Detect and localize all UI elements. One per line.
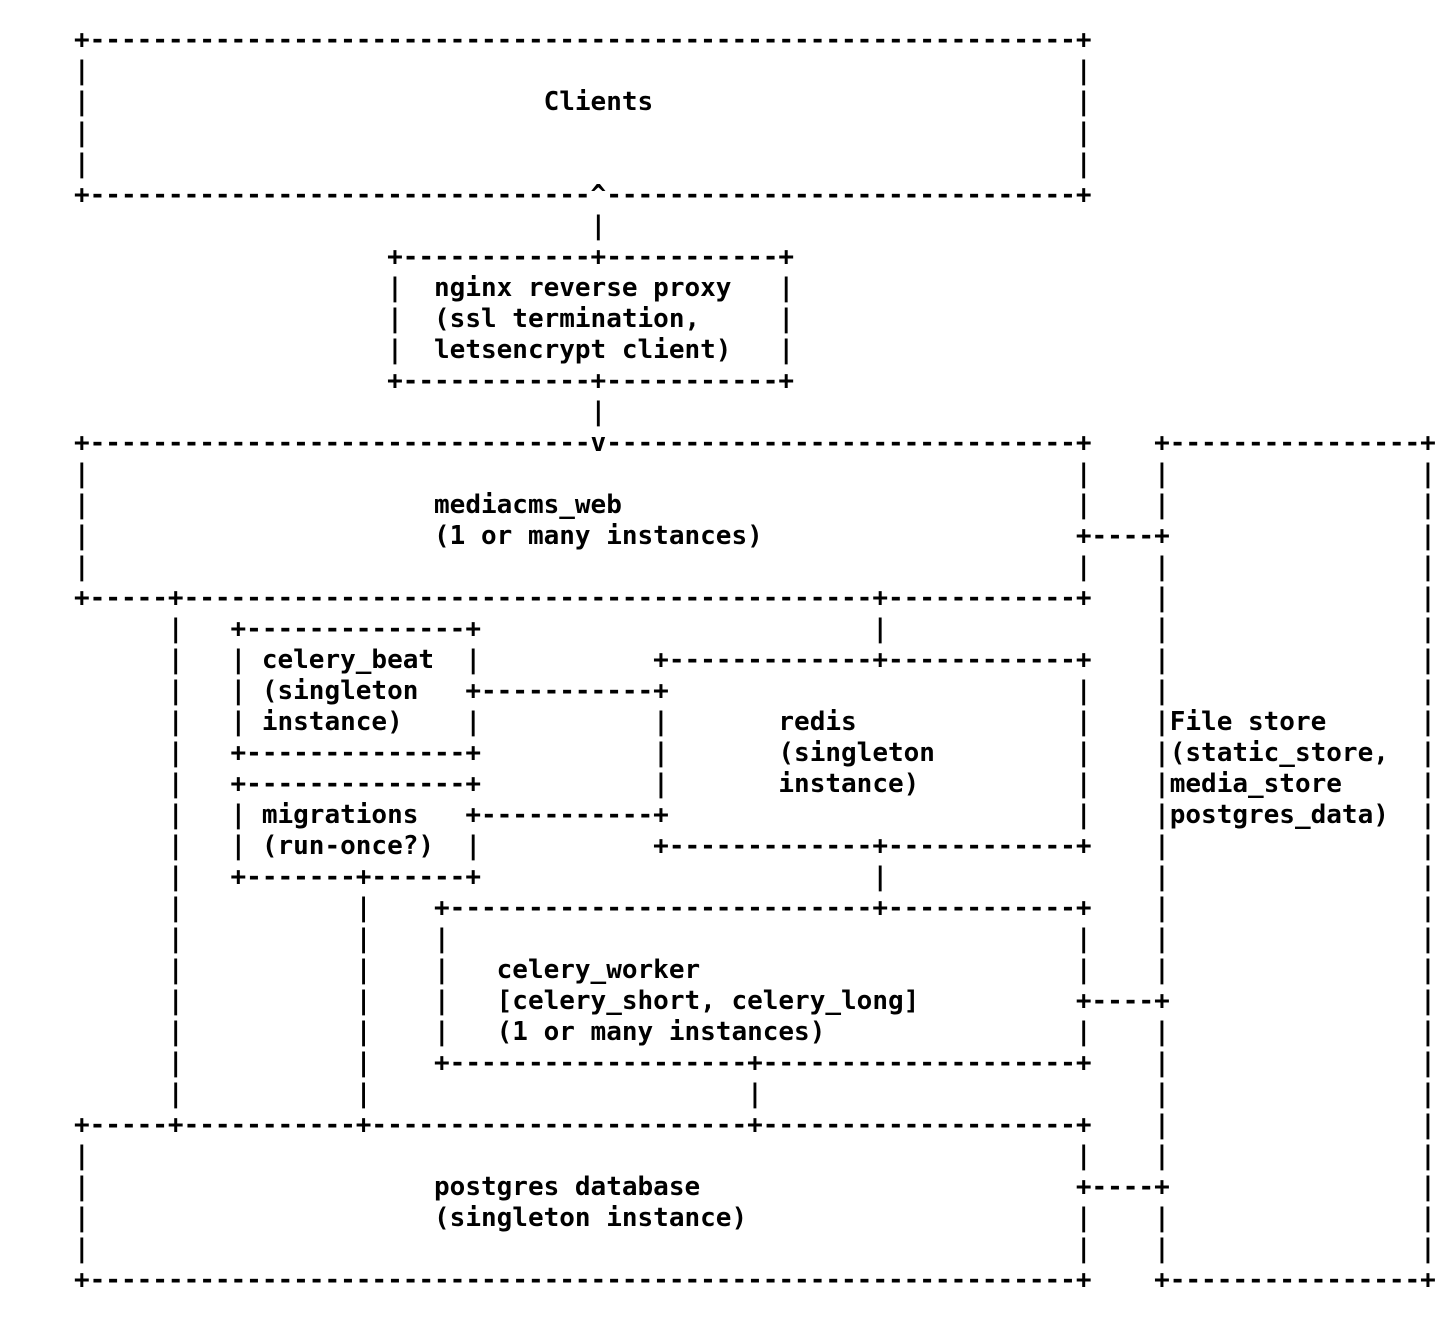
ascii-architecture-diagram: +---------------------------------------… (74, 25, 1436, 1295)
